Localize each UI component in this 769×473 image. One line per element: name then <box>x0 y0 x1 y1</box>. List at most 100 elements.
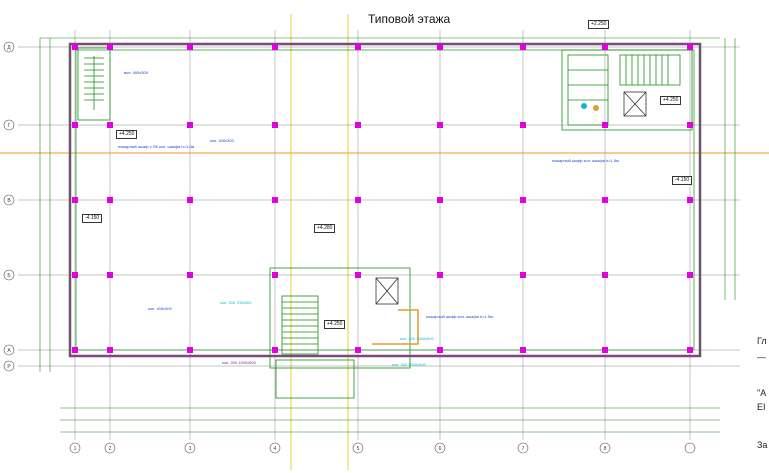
column-marker <box>687 197 693 203</box>
column-marker <box>72 347 78 353</box>
column-marker <box>107 44 113 50</box>
service-core-top-right <box>561 49 693 131</box>
note-fire-cabinet-right: пожарный шкаф кол. шкафа h=1.5м <box>552 158 619 163</box>
column-marker <box>355 347 361 353</box>
column-marker <box>107 197 113 203</box>
axis-label-v: 6 <box>439 446 442 452</box>
stair-right-treads <box>625 55 669 85</box>
axis-bubble-h <box>3 119 15 131</box>
elevation-mark-4: +4.250 <box>324 320 346 329</box>
column-marker <box>272 347 278 353</box>
column-marker <box>437 122 443 128</box>
column-marker <box>355 122 361 128</box>
column-marker <box>72 272 78 278</box>
axis-bubble-v <box>69 442 81 454</box>
column-marker <box>355 197 361 203</box>
axis-bubble-v <box>599 442 611 454</box>
column-marker <box>187 347 193 353</box>
column-marker <box>520 197 526 203</box>
column-marker <box>72 122 78 128</box>
column-marker <box>72 44 78 50</box>
axis-label-v: 5 <box>357 446 360 452</box>
column-marker <box>687 122 693 128</box>
axis-bubble-h <box>3 194 15 206</box>
side-note-3: "А <box>757 388 767 398</box>
service-core-bottom <box>269 267 419 399</box>
note-duct-cyan-1: кон. 200 700х500 <box>220 300 252 305</box>
note-fire-cabinet-left: пожарный шкаф с ПК кол. шкафа h=1.0м <box>118 144 195 149</box>
column-marker <box>602 197 608 203</box>
column-marker <box>187 197 193 203</box>
column-marker <box>272 197 278 203</box>
side-note-2: — <box>757 352 766 362</box>
lift-bottom-shaft <box>375 277 399 305</box>
column-marker <box>72 197 78 203</box>
column-marker <box>187 44 193 50</box>
note-fire-cabinet-bottom: пожарный шкаф кол. шкафа h=1.5м <box>426 314 493 319</box>
column-marker <box>107 347 113 353</box>
elevation-mark-2: +4.250 <box>116 130 138 139</box>
column-marker <box>520 272 526 278</box>
column-marker <box>602 347 608 353</box>
column-marker <box>107 272 113 278</box>
note-duct-left-lower: кон. 400х300 <box>148 306 172 311</box>
axis-bubble-v <box>517 442 529 454</box>
elevation-mark-3: +4.280 <box>314 224 336 233</box>
vestibule-bottom <box>275 359 355 399</box>
axis-bubble-h <box>3 360 15 372</box>
column-marker <box>520 347 526 353</box>
axis-label-v: 3 <box>189 446 192 452</box>
column-marker <box>687 272 693 278</box>
orange-duct <box>372 309 419 345</box>
stair-shaft <box>77 47 111 121</box>
note-duct-cyan-3: кон. 200 1000х500 <box>392 362 426 367</box>
axis-label-h: Г <box>8 123 11 129</box>
drawing-title: Типовой этажа <box>368 12 451 26</box>
note-duct-center: кон. 400х300 <box>210 138 234 143</box>
column-marker <box>437 272 443 278</box>
axis-label-h: Р <box>7 364 11 370</box>
column-marker <box>272 44 278 50</box>
elevation-mark-5: +4.250 <box>660 96 682 105</box>
stair-bottom-shaft <box>281 295 319 355</box>
lift-bottom-cross <box>375 277 399 305</box>
note-duct-purple: кон. 200 1000х500 <box>222 360 256 365</box>
axis-label-v: 2 <box>109 446 112 452</box>
core-bottom-outline <box>269 267 411 369</box>
column-marker <box>187 272 193 278</box>
column-marker <box>187 122 193 128</box>
column-marker <box>687 347 693 353</box>
side-note-4: ЕІ <box>757 402 766 412</box>
column-marker <box>602 272 608 278</box>
axis-bubble-v <box>684 442 696 454</box>
axis-bubble-h <box>3 269 15 281</box>
note-duct-cyan-2: кон. 200 1000х500 <box>400 336 434 341</box>
column-marker <box>602 122 608 128</box>
outer-walls <box>68 42 702 358</box>
axis-bubble-h <box>3 344 15 356</box>
column-marker <box>687 44 693 50</box>
axis-label-h: А <box>7 348 11 354</box>
lift-cross <box>623 91 647 117</box>
dimension-lines <box>39 37 736 433</box>
column-marker <box>437 197 443 203</box>
column-marker <box>520 44 526 50</box>
columns <box>72 44 693 353</box>
column-marker <box>437 44 443 50</box>
axis-label-v: 8 <box>604 446 607 452</box>
axis-bubble-h <box>3 41 15 53</box>
stair-bottom-treads <box>282 301 318 345</box>
axis-bubble-v <box>269 442 281 454</box>
column-marker <box>355 44 361 50</box>
axis-bubble-v <box>184 442 196 454</box>
elevation-mark-6: -4.150 <box>82 214 103 223</box>
axis-bubble-v <box>104 442 116 454</box>
riser-b <box>593 105 599 111</box>
wc-cabins <box>567 54 609 126</box>
core-outline <box>561 49 693 131</box>
column-marker <box>272 122 278 128</box>
column-marker <box>602 44 608 50</box>
axis-label-v: 4 <box>274 446 277 452</box>
